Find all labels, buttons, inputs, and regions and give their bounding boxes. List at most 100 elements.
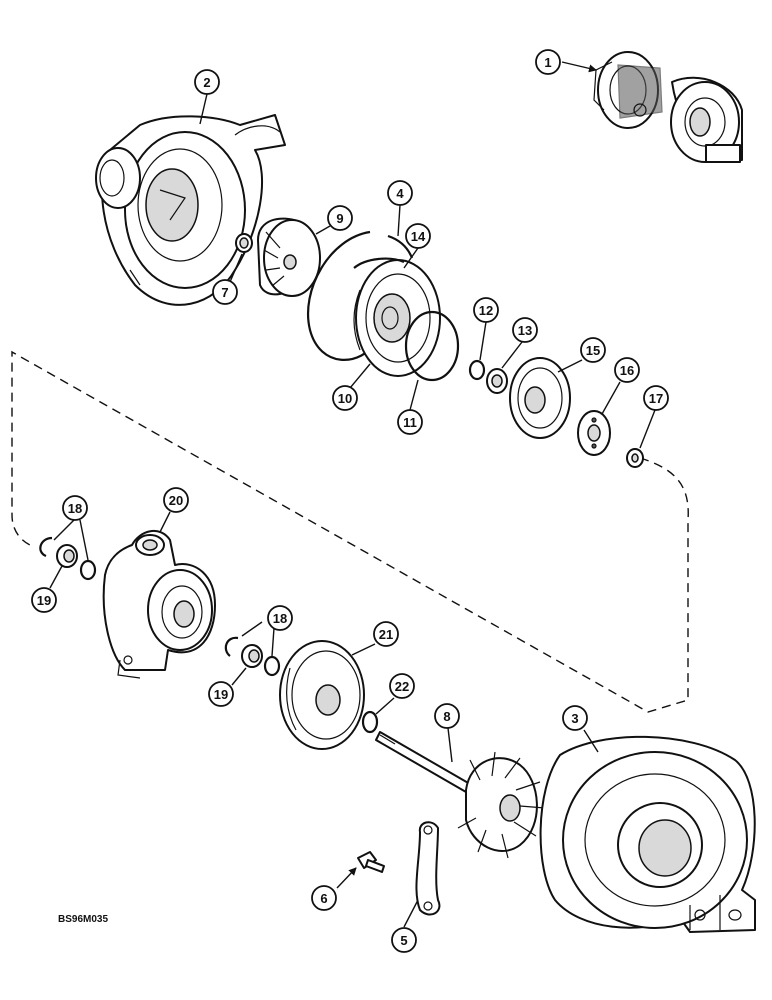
callout-14-label: 14 — [411, 229, 426, 244]
callout-22-label: 22 — [395, 679, 409, 694]
turbine-housing-part-3 — [539, 735, 756, 933]
callout-19b: 19 — [208, 681, 234, 707]
callout-6-label: 6 — [320, 891, 327, 906]
callout-1: 1 — [535, 49, 561, 75]
callout-3-label: 3 — [571, 711, 578, 726]
spacer-part-13 — [486, 368, 508, 394]
callout-10: 10 — [332, 385, 358, 411]
callout-18b-circle — [267, 605, 293, 631]
bearing-part-19-left — [56, 544, 78, 568]
callout-5-circle — [391, 927, 417, 953]
bolt-part-6 — [357, 851, 385, 873]
callout-13-label: 13 — [518, 323, 532, 338]
callout-1-label: 1 — [544, 55, 551, 70]
callout-9-circle — [327, 205, 353, 231]
plate-part-15 — [509, 357, 571, 439]
assembly-dashed-line — [11, 350, 689, 713]
callout-1-circle — [535, 49, 561, 75]
backplate-part-10 — [353, 257, 441, 377]
callout-22: 22 — [389, 673, 415, 699]
callout-20-label: 20 — [169, 493, 183, 508]
callout-6-circle — [311, 885, 337, 911]
callout-7-label: 7 — [221, 285, 228, 300]
callout-21-label: 21 — [379, 627, 393, 642]
heat-shield-part-21 — [279, 640, 365, 750]
callout-9: 9 — [327, 205, 353, 231]
callout-18a-label: 18 — [68, 501, 82, 516]
callout-21-circle — [373, 621, 399, 647]
callout-16-label: 16 — [620, 363, 634, 378]
callout-12-label: 12 — [479, 303, 493, 318]
callout-4-circle — [387, 180, 413, 206]
callout-16-circle — [614, 357, 640, 383]
callout-10-label: 10 — [338, 391, 352, 406]
callout-20: 20 — [163, 487, 189, 513]
callout-17: 17 — [643, 385, 669, 411]
callout-19b-label: 19 — [214, 687, 228, 702]
callout-2-label: 2 — [203, 75, 210, 90]
callout-19a-label: 19 — [37, 593, 51, 608]
callout-19a-circle — [31, 587, 57, 613]
leader-lines — [49, 61, 656, 928]
callout-2-circle — [194, 69, 220, 95]
callout-17-label: 17 — [649, 391, 663, 406]
compressor-wheel-part-9 — [257, 217, 321, 297]
callout-12-circle — [473, 297, 499, 323]
callout-16: 16 — [614, 357, 640, 383]
snap-ring-part-4 — [307, 230, 414, 361]
callout-8-circle — [434, 703, 460, 729]
callout-14-circle — [405, 223, 431, 249]
callout-19a: 19 — [31, 587, 57, 613]
piston-ring-part-22 — [361, 710, 379, 734]
compressor-housing-part-2 — [95, 114, 286, 306]
callout-15-circle — [580, 337, 606, 363]
callout-6: 6 — [311, 885, 337, 911]
callout-8-label: 8 — [443, 709, 450, 724]
callout-3-circle — [562, 705, 588, 731]
callout-18b-label: 18 — [273, 611, 287, 626]
callout-18a-circle — [62, 495, 88, 521]
callout-2: 2 — [194, 69, 220, 95]
callout-5-label: 5 — [400, 933, 407, 948]
callout-7: 7 — [212, 279, 238, 305]
callout-12: 12 — [473, 297, 499, 323]
callout-4: 4 — [387, 180, 413, 206]
thrust-washer-part-16 — [577, 410, 611, 456]
callout-11: 11 — [397, 409, 423, 435]
callout-9-label: 9 — [336, 211, 343, 226]
callout-13-circle — [512, 317, 538, 343]
callout-3: 3 — [562, 705, 588, 731]
turbine-shaft-part-8 — [375, 731, 546, 859]
callout-22-circle — [389, 673, 415, 699]
center-housing-part-20 — [102, 530, 216, 679]
ring-part-12 — [468, 359, 486, 381]
callout-5: 5 — [391, 927, 417, 953]
retaining-rings-part-18-left — [39, 536, 97, 581]
callout-20-circle — [163, 487, 189, 513]
callout-10-circle — [332, 385, 358, 411]
callout-21: 21 — [373, 621, 399, 647]
callout-4-label: 4 — [396, 186, 404, 201]
callout-14: 14 — [405, 223, 431, 249]
callout-19b-circle — [208, 681, 234, 707]
callout-15-label: 15 — [586, 343, 600, 358]
callout-18b: 18 — [267, 605, 293, 631]
clamp-plate-part-5 — [415, 821, 441, 916]
callout-13: 13 — [512, 317, 538, 343]
bearing-part-19-right — [241, 644, 263, 668]
callout-11-circle — [397, 409, 423, 435]
washer-part-17 — [626, 448, 644, 468]
retaining-rings-part-18-right — [224, 636, 281, 677]
callout-11-label: 11 — [403, 415, 417, 430]
turbocharger-assembly-part-1 — [593, 51, 743, 163]
callout-15: 15 — [580, 337, 606, 363]
callout-17-circle — [643, 385, 669, 411]
o-ring-part-11 — [404, 310, 460, 382]
callout-18a: 18 — [62, 495, 88, 521]
nut-part-7 — [235, 233, 253, 253]
callout-7-circle — [212, 279, 238, 305]
drawing-code: BS96M035 — [58, 914, 108, 925]
callout-8: 8 — [434, 703, 460, 729]
